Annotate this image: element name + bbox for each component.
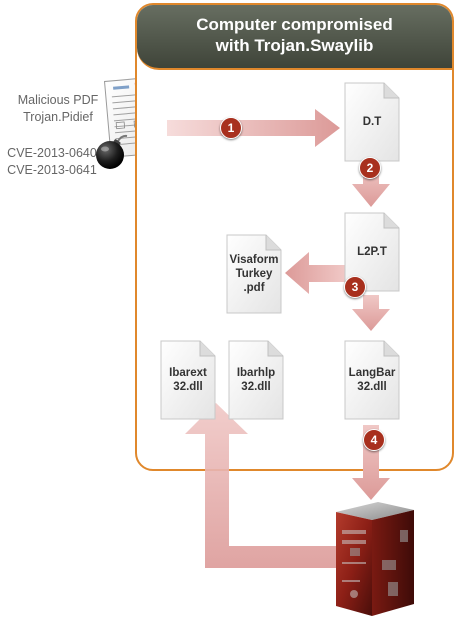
file-icon — [226, 234, 282, 314]
ibarext-line-1: Ibarext — [169, 367, 207, 379]
file-icon — [344, 82, 400, 162]
visaform-line-3: .pdf — [243, 282, 265, 294]
malware-type-text: Malicious PDF — [17, 93, 99, 107]
file-icon — [344, 340, 400, 420]
cve-1-text: CVE-2013-0640 — [7, 146, 97, 160]
file-dt: D.T — [344, 82, 400, 162]
ibarext-line-2: 32.dll — [173, 381, 203, 393]
return-arrow — [185, 403, 340, 568]
file-langbar-label: LangBar 32.dll — [349, 366, 396, 394]
langbar-line-1: LangBar — [348, 367, 396, 379]
compromised-computer-panel: Computer compromised with Trojan.Swaylib — [135, 3, 454, 471]
panel-header — [137, 5, 452, 70]
bomb-icon — [96, 134, 128, 169]
malicious-pdf-label: Malicious PDF Trojan.Pidief — [8, 92, 108, 126]
file-icon — [160, 340, 216, 420]
file-visaform-label: Visaform Turkey .pdf — [229, 253, 278, 295]
file-icon — [228, 340, 284, 420]
arrow-4 — [352, 425, 390, 500]
step-1-badge: 1 — [220, 117, 242, 139]
step-2-badge: 2 — [359, 157, 381, 179]
ibarhlp-line-1: Ibarhlp — [236, 367, 276, 379]
cve-label: CVE-2013-0640 CVE-2013-0641 — [2, 145, 102, 179]
visaform-line-1: Visaform — [229, 254, 279, 266]
langbar-line-2: 32.dll — [357, 381, 387, 393]
file-l2pt-label: L2P.T — [357, 246, 387, 258]
step-3-badge: 3 — [344, 276, 366, 298]
file-ibarhlp-dll: Ibarhlp 32.dll — [228, 340, 284, 420]
malware-name-text: Trojan.Pidief — [23, 110, 93, 124]
step-4-badge: 4 — [363, 429, 385, 451]
file-ibarhlp-label: Ibarhlp 32.dll — [237, 366, 275, 394]
panel-title-line-2: with Trojan.Swaylib — [215, 36, 374, 55]
visaform-line-2: Turkey — [235, 268, 273, 280]
ibarhlp-line-2: 32.dll — [241, 381, 271, 393]
file-dt-label: D.T — [362, 116, 382, 128]
cve-2-text: CVE-2013-0641 — [7, 163, 97, 177]
arrow-2 — [352, 165, 390, 207]
file-l2pt: L2P.T — [344, 212, 400, 292]
arrow-1 — [167, 109, 340, 147]
file-visaform-pdf: Visaform Turkey .pdf — [226, 234, 282, 314]
arrow-3-down — [352, 295, 390, 331]
arrow-3-left — [285, 252, 345, 294]
server-tower-icon — [336, 502, 414, 616]
file-ibarext-dll: Ibarext 32.dll — [160, 340, 216, 420]
file-icon — [344, 212, 400, 292]
file-langbar-dll: LangBar 32.dll — [344, 340, 400, 420]
file-ibarext-label: Ibarext 32.dll — [169, 366, 207, 394]
panel-title-line-1: Computer compromised — [196, 15, 393, 34]
panel-title: Computer compromised with Trojan.Swaylib — [137, 14, 452, 56]
